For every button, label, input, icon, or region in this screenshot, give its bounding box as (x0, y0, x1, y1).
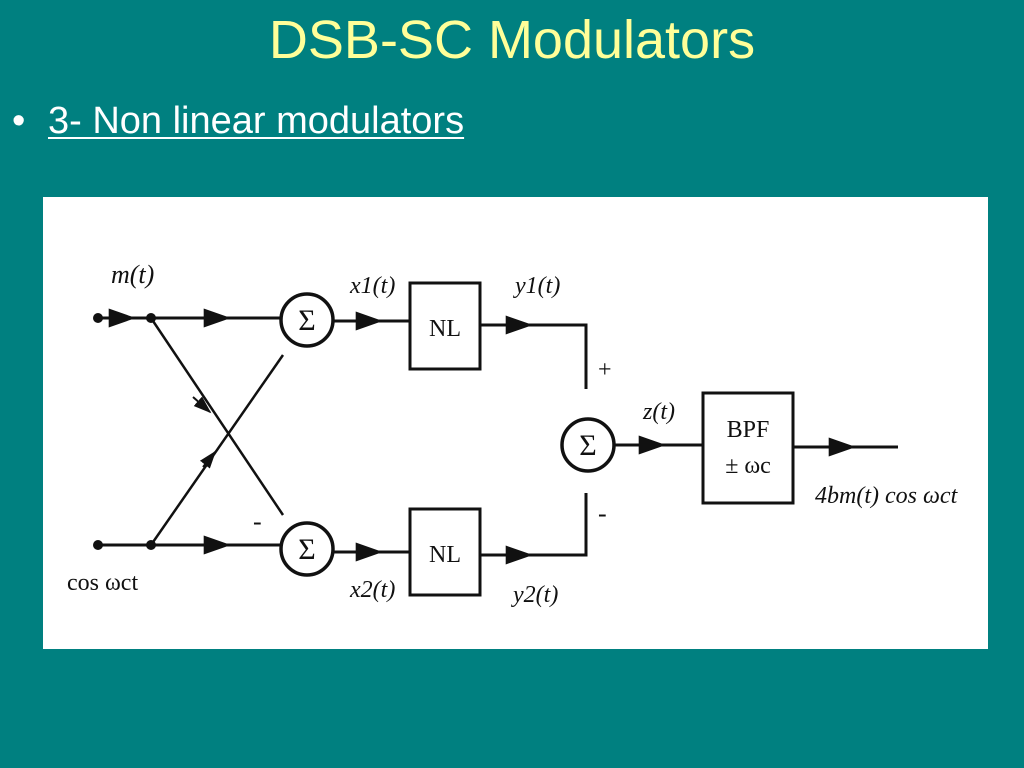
top-input-node (93, 313, 103, 323)
input-cos-label: cos ωct (67, 570, 138, 596)
bpf-label: BPF (727, 417, 770, 443)
summer-bottom-symbol: Σ (298, 533, 315, 566)
bullet-item: • 3- Non linear modulators (12, 96, 464, 146)
bullet-text: 3- Non linear modulators (48, 100, 465, 142)
nl-top-label: NL (429, 316, 461, 342)
summer-bottom (279, 521, 335, 577)
y1-line (480, 323, 588, 389)
nl-bottom-label: NL (429, 542, 461, 568)
bottom-branch-node (146, 540, 156, 550)
cross-line-bottom-to-top (149, 354, 285, 546)
summer-output (560, 417, 616, 473)
y1-label: y1(t) (513, 273, 560, 299)
y2-label: y2(t) (511, 582, 558, 608)
bottom-summer-minus-sign: - (253, 507, 262, 536)
output-minus-sign: - (598, 499, 607, 528)
x1-label: x1(t) (349, 273, 395, 299)
z-label: z(t) (642, 399, 675, 425)
top-branch-node (146, 313, 156, 323)
y2-line (480, 493, 588, 557)
output-label: 4bm(t) cos ωct (815, 483, 959, 509)
nl-block-bottom (408, 507, 482, 597)
block-diagram-canvas: m(t) cos ωct Σ Σ Σ - + - x1(t) x2(t) y1(… (67, 260, 959, 608)
output-plus-sign: + (598, 357, 612, 383)
cross-arrow-1 (192, 396, 212, 414)
slide-title: DSB-SC Modulators (268, 10, 756, 70)
bullet-marker: • (12, 100, 26, 142)
bpf-block (701, 391, 795, 505)
block-diagram: m(t) cos ωct Σ Σ Σ - + - x1(t) x2(t) y1(… (43, 197, 988, 649)
bpf-band-label: ± ωc (725, 453, 771, 479)
summer-output-symbol: Σ (579, 429, 596, 462)
x2-label: x2(t) (349, 577, 395, 603)
bottom-input-node (93, 540, 103, 550)
cross-line-top-to-bottom (149, 317, 285, 516)
summer-top (279, 292, 335, 348)
cross-arrow-2 (199, 450, 217, 469)
summer-top-symbol: Σ (298, 304, 315, 337)
input-m-label: m(t) (111, 260, 154, 289)
